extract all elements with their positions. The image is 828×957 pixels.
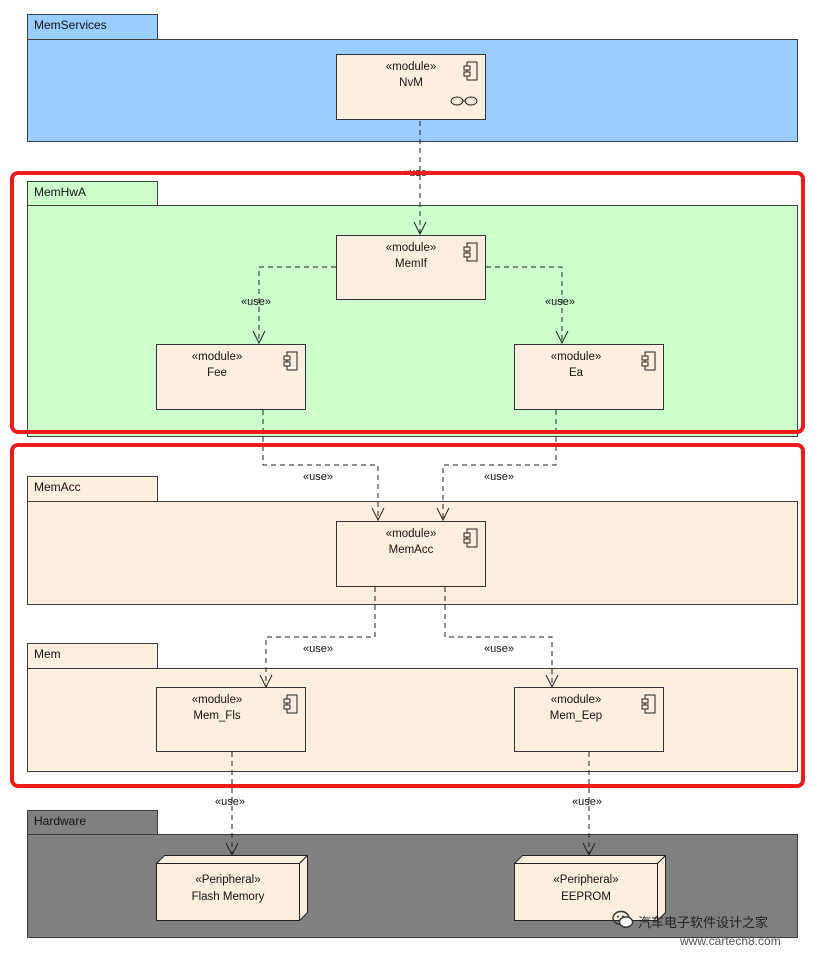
module-name-nvm: NvM: [399, 77, 423, 89]
module-mem-fls[interactable]: «module» Mem_Fls: [156, 687, 306, 752]
use-label-memif-fee: «use»: [241, 296, 271, 308]
watermark-url: www.cartech8.com: [680, 934, 781, 948]
infinity-icon: [450, 96, 478, 106]
component-icon: [463, 61, 478, 81]
use-label-memacc-memfls: «use»: [303, 643, 333, 655]
package-mem: [27, 668, 798, 772]
component-icon: [463, 242, 478, 262]
component-icon: [641, 351, 656, 371]
package-tab-memservices: MemServices: [27, 14, 158, 40]
package-hardware: [27, 834, 798, 938]
wechat-icon: [612, 910, 634, 928]
module-memacc[interactable]: «module» MemAcc: [336, 521, 486, 587]
module-name-mem-fls: Mem_Fls: [193, 710, 241, 722]
module-nvm[interactable]: «module» NvM: [336, 54, 486, 120]
use-label-fee-memacc: «use»: [303, 471, 333, 483]
component-icon: [283, 351, 298, 371]
module-stereotype: «module»: [191, 694, 243, 706]
module-name-ea: Ea: [568, 367, 584, 379]
watermark-title: 汽车电子软件设计之家: [638, 915, 769, 930]
use-label-memfls-flash: «use»: [215, 796, 245, 808]
use-label-ea-memacc: «use»: [484, 471, 514, 483]
module-name-memif: MemIf: [395, 258, 427, 270]
component-icon: [463, 528, 478, 548]
module-stereotype: «module»: [550, 694, 602, 706]
highlight-frame-memhwa: [10, 171, 805, 434]
node-flash-memory-shape: [156, 855, 308, 921]
module-stereotype: «module»: [385, 528, 437, 540]
module-stereotype: «module»: [385, 242, 437, 254]
peripheral-stereotype: «Peripheral»: [553, 874, 619, 886]
node-eeprom-shape: [514, 855, 666, 921]
package-tab-memhwa: MemHwA: [27, 181, 158, 206]
module-stereotype: «module»: [191, 351, 243, 363]
use-label-memeep-eeprom: «use»: [572, 796, 602, 808]
use-label-memacc-memeep: «use»: [484, 643, 514, 655]
component-icon: [283, 694, 298, 714]
module-stereotype: «module»: [385, 61, 437, 73]
peripheral-name-eeprom: EEPROM: [561, 891, 611, 903]
peripheral-eeprom[interactable]: «Peripheral» EEPROM: [514, 863, 658, 921]
module-name-memacc: MemAcc: [388, 544, 434, 556]
use-label-memif-ea: «use»: [545, 296, 575, 308]
module-name-mem-eep: Mem_Eep: [549, 710, 603, 722]
highlight-frame-memacc-mem: [10, 443, 805, 788]
peripheral-flash-memory[interactable]: «Peripheral» Flash Memory: [156, 863, 300, 921]
module-ea[interactable]: «module» Ea: [514, 344, 664, 410]
module-mem-eep[interactable]: «module» Mem_Eep: [514, 687, 664, 752]
module-name-fee: Fee: [207, 367, 227, 379]
peripheral-stereotype: «Peripheral»: [195, 874, 261, 886]
peripheral-name-flash: Flash Memory: [191, 891, 265, 903]
component-icon: [641, 694, 656, 714]
module-fee[interactable]: «module» Fee: [156, 344, 306, 410]
module-memif[interactable]: «module» MemIf: [336, 235, 486, 300]
module-stereotype: «module»: [550, 351, 602, 363]
